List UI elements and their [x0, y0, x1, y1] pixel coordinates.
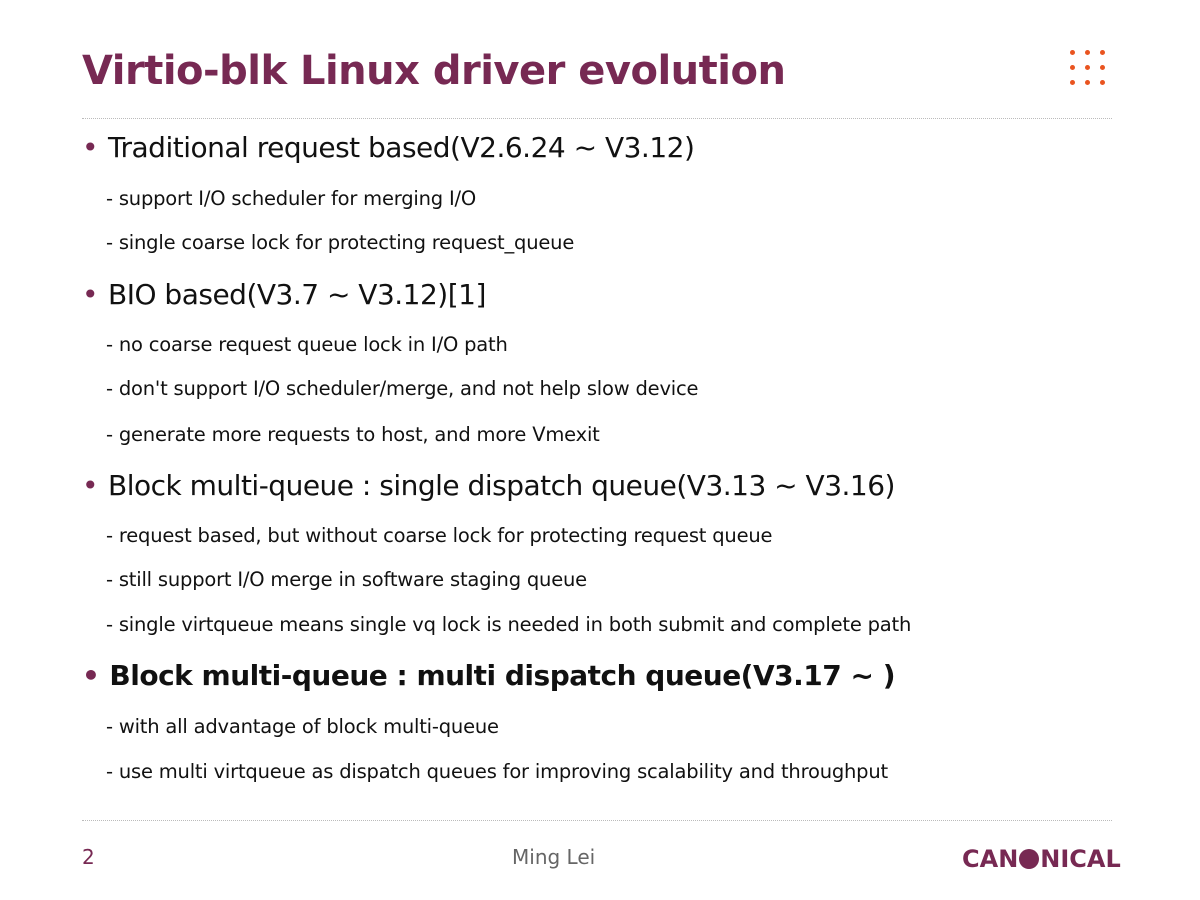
sub-item: - still support I/O merge in software st…	[106, 568, 587, 591]
bullet-heading: • Traditional request based(V2.6.24 ~ V3.…	[82, 131, 695, 164]
page-number: 2	[82, 845, 95, 869]
bullet-icon: •	[82, 131, 99, 164]
sub-item: - support I/O scheduler for merging I/O	[106, 187, 477, 210]
sub-item: - no coarse request queue lock in I/O pa…	[106, 333, 508, 356]
heading-text: Traditional request based(V2.6.24 ~ V3.1…	[108, 131, 695, 164]
bullet-icon: •	[82, 278, 99, 311]
logo-circle-icon	[1019, 849, 1040, 869]
bullet-heading: • BIO based(V3.7 ~ V3.12)[1]	[82, 278, 486, 311]
sub-item: - single virtqueue means single vq lock …	[106, 613, 912, 636]
heading-text: BIO based(V3.7 ~ V3.12)[1]	[108, 278, 486, 311]
dot-grid-icon	[1070, 50, 1114, 90]
heading-text: Block multi-queue : single dispatch queu…	[108, 469, 895, 502]
sub-item: - use multi virtqueue as dispatch queues…	[106, 760, 888, 783]
sub-item: - don't support I/O scheduler/merge, and…	[106, 377, 699, 400]
bullet-icon: •	[82, 659, 100, 692]
canonical-logo: CAN NICAL	[962, 845, 1121, 873]
heading-text: Block multi-queue : multi dispatch queue…	[109, 659, 895, 692]
bullet-icon: •	[82, 469, 99, 502]
logo-part: NICAL	[1040, 845, 1121, 873]
bullet-heading: • Block multi-queue : single dispatch que…	[82, 469, 895, 502]
bullet-heading: • Block multi-queue : multi dispatch queu…	[82, 659, 895, 692]
slide-title: Virtio-blk Linux driver evolution	[82, 48, 786, 94]
divider-bottom	[82, 820, 1112, 821]
sub-item: - single coarse lock for protecting requ…	[106, 231, 575, 254]
sub-item: - generate more requests to host, and mo…	[106, 423, 600, 446]
sub-item: - request based, but without coarse lock…	[106, 524, 773, 547]
sub-item: - with all advantage of block multi-queu…	[106, 715, 499, 738]
author: Ming Lei	[512, 845, 596, 869]
logo-part: CAN	[962, 845, 1019, 873]
divider-top	[82, 118, 1112, 119]
